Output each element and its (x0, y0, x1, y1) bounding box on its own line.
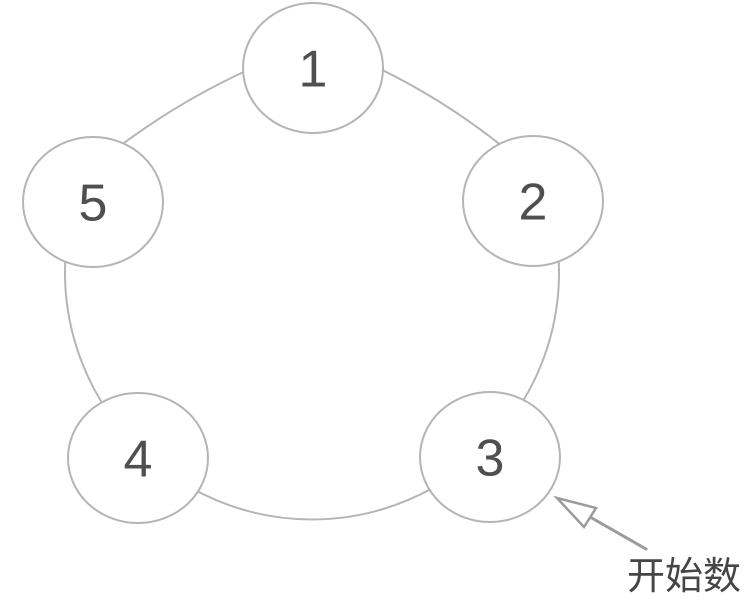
ring-arc (64, 245, 560, 521)
node-1-label: 1 (299, 41, 328, 99)
node-4: 4 (67, 392, 209, 524)
node-5: 5 (22, 136, 164, 268)
node-2: 2 (462, 135, 604, 267)
node-1-circle (242, 2, 384, 134)
connector-1-2 (378, 67, 504, 148)
node-1: 1 (242, 2, 384, 134)
node-4-label: 4 (124, 431, 153, 489)
node-5-circle (22, 136, 164, 268)
start-annotation-label: 开始数 (627, 554, 741, 598)
start-arrow (553, 495, 648, 551)
node-3-label: 3 (476, 430, 505, 488)
node-3: 3 (419, 391, 561, 523)
arrow-shaft (588, 515, 648, 551)
node-2-label: 2 (519, 174, 548, 232)
node-3-circle (419, 391, 561, 523)
node-2-circle (462, 135, 604, 267)
node-4-circle (67, 392, 209, 524)
connector-5-1 (118, 68, 250, 148)
node-5-label: 5 (79, 175, 108, 233)
arrowhead-icon (553, 495, 598, 530)
